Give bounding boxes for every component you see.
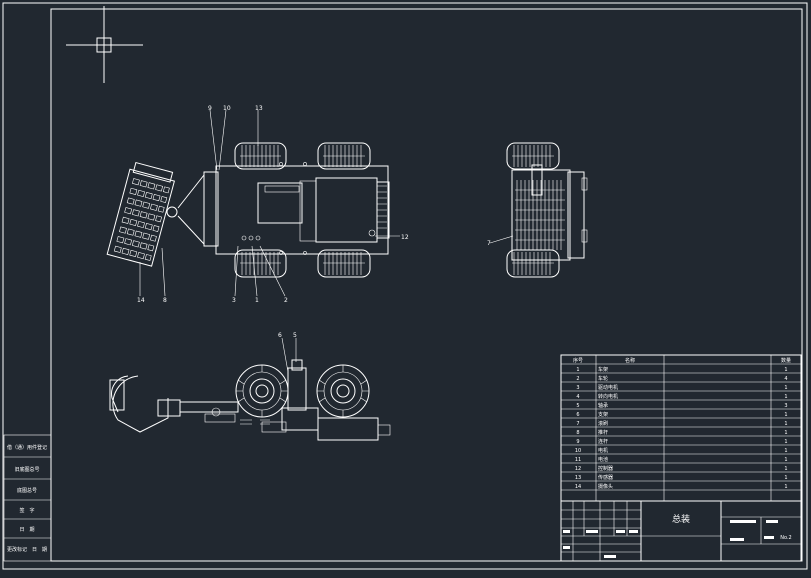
top-view-drawing: 9 10 13 12 14 8 3 1 2	[106, 105, 409, 304]
table-cell: 1	[784, 412, 787, 418]
table-cell: 传感器	[598, 474, 613, 481]
outer-frame	[2, 2, 808, 570]
front-view-drawing: 6 5	[109, 332, 391, 441]
cad-crosshair-icon	[66, 6, 143, 83]
table-cell: 车架	[598, 366, 608, 373]
table-cell: 1	[784, 394, 787, 400]
table-cell: 电池	[598, 456, 608, 463]
callout-label: 7	[487, 240, 491, 247]
table-cell: 1	[784, 367, 787, 373]
callout-label: 2	[284, 297, 288, 304]
table-cell: 1	[576, 367, 579, 373]
table-cell: 转向电机	[598, 393, 618, 400]
callout-label: 8	[163, 297, 167, 304]
callout-label: 6	[278, 332, 282, 339]
table-cell: 11	[575, 457, 581, 463]
table-cell: 摄像头	[598, 483, 613, 490]
table-cell: 2	[576, 376, 579, 382]
left-sidebar: 借（通）用件登记 旧底图总号 底图总号 签 字 日 期 更改标记 日 期	[3, 434, 52, 562]
table-cell: 支架	[598, 411, 608, 418]
table-cell: 控制器	[598, 465, 613, 472]
callout-label: 3	[232, 297, 236, 304]
sheet-number: No.2	[780, 535, 791, 541]
sidebar-label: 更改标记 日 期	[7, 546, 47, 553]
table-cell: 1	[784, 421, 787, 427]
sidebar-label: 借（通）用件登记	[7, 444, 47, 451]
table-cell: 7	[576, 421, 579, 427]
callout-label: 14	[137, 297, 145, 304]
drawing-title: 总装	[672, 513, 690, 525]
table-cell: 1	[784, 430, 787, 436]
side-view-drawing: 7	[487, 142, 588, 278]
sidebar-label: 签 字	[19, 507, 34, 514]
table-cell: 驱动电机	[598, 384, 618, 391]
table-cell: 1	[784, 439, 787, 445]
top-view-leaders	[139, 109, 400, 297]
table-cell: 轴承	[598, 402, 608, 409]
table-cell: 4	[576, 394, 579, 400]
table-cell: 6	[576, 412, 579, 418]
table-cell: 电机	[598, 447, 608, 454]
table-header: 数量	[781, 357, 791, 364]
inner-frame	[50, 8, 803, 562]
table-cell: 1	[784, 385, 787, 391]
table-cell: 车轮	[598, 375, 608, 382]
table-cell: 14	[575, 484, 581, 490]
callout-label: 12	[401, 234, 409, 241]
table-cell: 1	[784, 457, 787, 463]
table-cell: 1	[784, 475, 787, 481]
table-cell: 12	[575, 466, 581, 472]
sidebar-label: 底图总号	[17, 487, 37, 494]
table-cell: 8	[576, 430, 579, 436]
wheel-top-right	[317, 142, 371, 170]
table-cell: 1	[784, 448, 787, 454]
table-cell: 推杆	[598, 429, 608, 436]
table-header: 序号	[573, 357, 583, 364]
sidebar-label: 日 期	[19, 527, 34, 533]
brush-top-view	[106, 161, 175, 267]
callout-label: 1	[255, 297, 259, 304]
wheel-bottom-right	[317, 249, 371, 278]
table-cell: 13	[575, 475, 581, 481]
wheel-top-left	[234, 142, 287, 170]
table-cell: 9	[576, 439, 579, 445]
title-block: 总装 No.2	[560, 500, 802, 562]
table-cell: 滚刷	[598, 420, 608, 427]
table-cell: 连杆	[598, 438, 608, 445]
table-cell: 10	[575, 448, 581, 454]
table-header: 名称	[625, 357, 635, 364]
table-cell: 1	[784, 484, 787, 490]
table-cell: 3	[784, 403, 787, 409]
table-cell: 4	[784, 376, 787, 382]
callout-label: 13	[255, 105, 263, 112]
callout-label: 5	[293, 332, 297, 339]
table-cell: 1	[784, 466, 787, 472]
table-cell: 3	[576, 385, 579, 391]
callout-label: 9	[208, 105, 212, 112]
callout-label: 10	[223, 105, 231, 112]
table-cell: 5	[576, 403, 579, 409]
sidebar-label: 旧底图总号	[14, 466, 39, 473]
